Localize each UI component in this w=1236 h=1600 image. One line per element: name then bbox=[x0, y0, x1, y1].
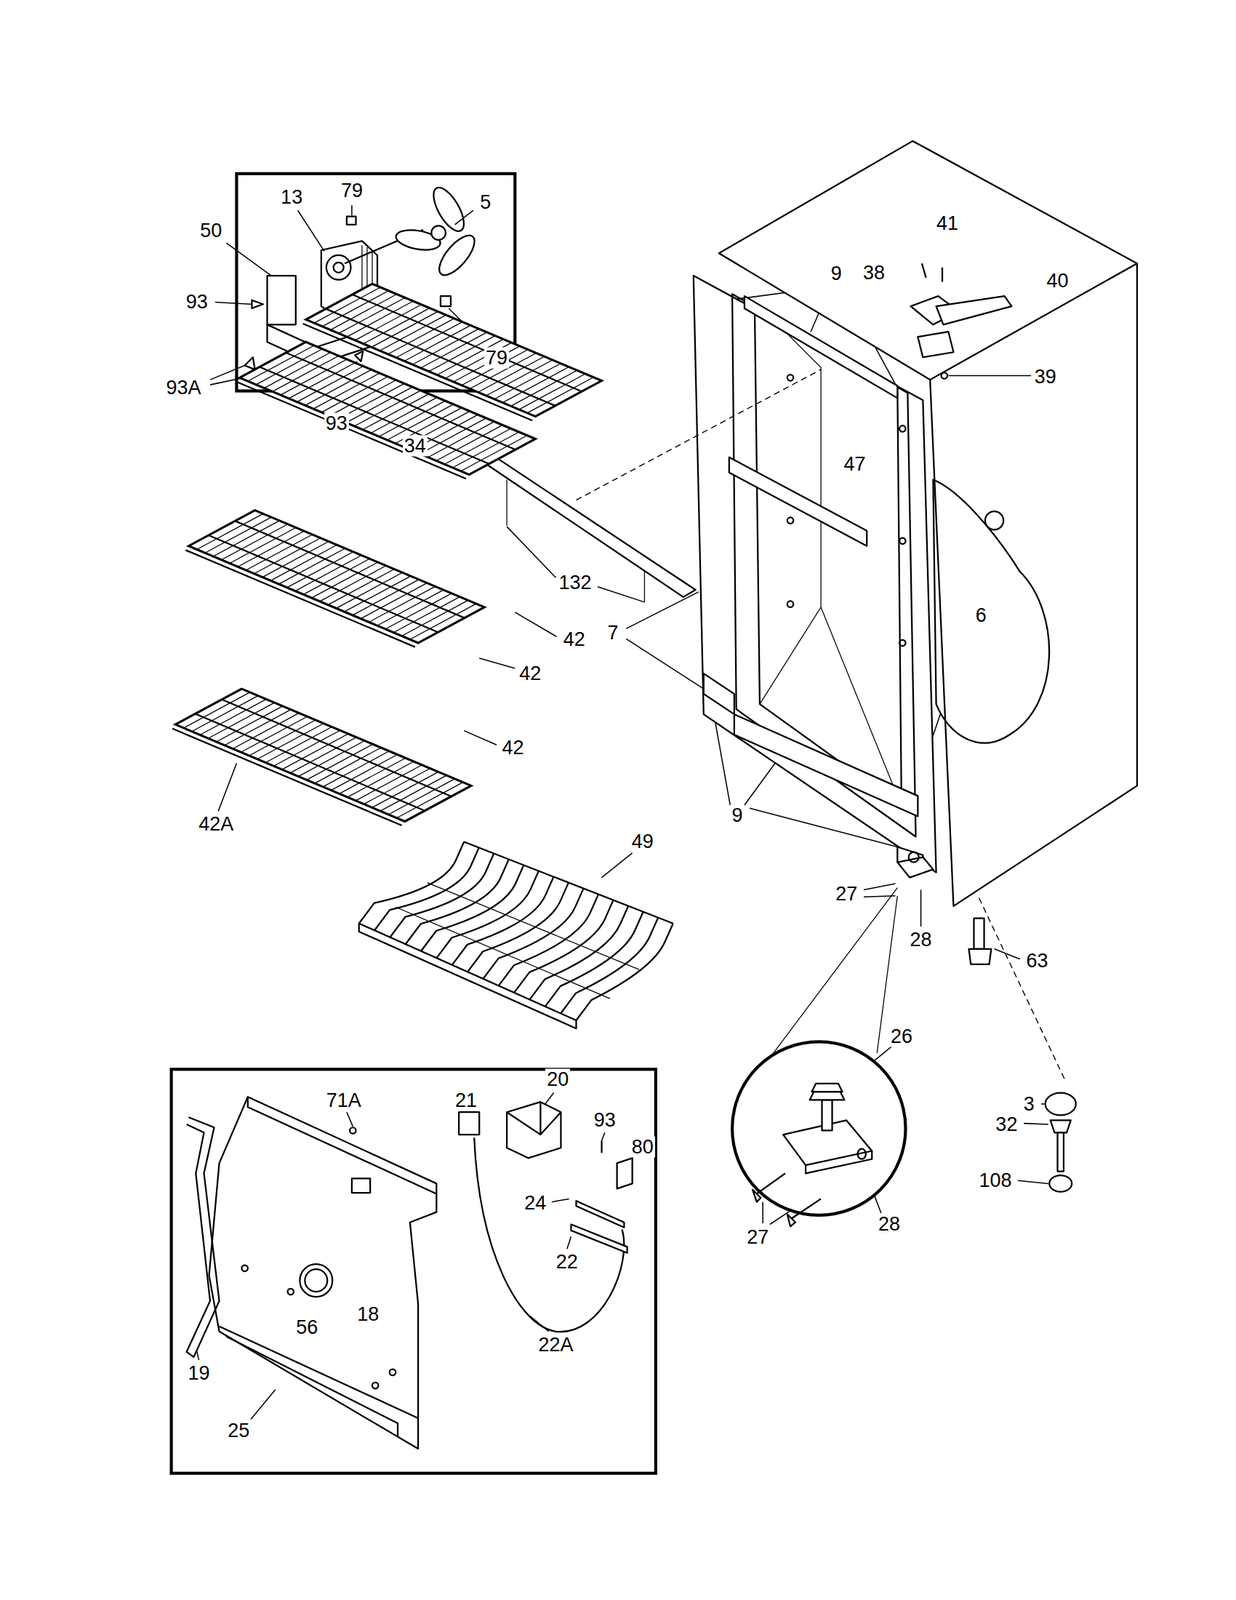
callout-number: 80 bbox=[630, 1135, 656, 1157]
callout-number: 42A bbox=[197, 813, 235, 835]
callout-number: 6 bbox=[974, 604, 989, 626]
callout-number: 71A bbox=[324, 1089, 363, 1111]
wire-shelves bbox=[172, 283, 603, 826]
callout-number: 28 bbox=[908, 928, 934, 950]
wire-shelf bbox=[185, 510, 485, 648]
callout-number: 47 bbox=[841, 453, 867, 475]
callout-number: 13 bbox=[279, 186, 304, 208]
callout-number: 93 bbox=[184, 291, 210, 313]
callout-number: 9 bbox=[829, 262, 844, 284]
callout-number: 79 bbox=[339, 180, 365, 202]
inset-frame bbox=[171, 1068, 656, 1473]
callout-number: 27 bbox=[745, 1226, 770, 1248]
callout-number: 41 bbox=[934, 213, 960, 235]
callout-number: 5 bbox=[478, 191, 493, 213]
callout-number: 26 bbox=[889, 1025, 914, 1047]
callout-number: 27 bbox=[833, 882, 859, 904]
control-panel-assembly bbox=[186, 1096, 633, 1449]
callout-number: 132 bbox=[557, 571, 594, 593]
callout-number: 50 bbox=[198, 219, 224, 241]
callout-number: 7 bbox=[605, 621, 620, 643]
wire-shelf bbox=[172, 688, 472, 826]
callout-number: 49 bbox=[630, 831, 656, 853]
screw bbox=[506, 479, 645, 603]
callout-number: 3 bbox=[1022, 1092, 1037, 1114]
callout-number: 24 bbox=[522, 1191, 548, 1213]
callout-number: 40 bbox=[1045, 269, 1071, 291]
callout-number: 20 bbox=[545, 1068, 571, 1090]
hinge-detail bbox=[732, 887, 906, 1227]
callout-number: 28 bbox=[876, 1213, 902, 1235]
callout-number: 93 bbox=[324, 412, 349, 435]
callout-number: 63 bbox=[1024, 950, 1050, 972]
callout-number: 21 bbox=[453, 1089, 479, 1111]
callout-number: 25 bbox=[226, 1419, 251, 1441]
callout-number: 42 bbox=[517, 662, 543, 684]
callout-number: 42 bbox=[562, 628, 587, 650]
callout-number: 93 bbox=[592, 1109, 618, 1131]
callout-number: 39 bbox=[1033, 365, 1058, 387]
callout-number: 22A bbox=[536, 1333, 575, 1355]
callout-number: 34 bbox=[402, 434, 428, 456]
callout-number: 56 bbox=[294, 1315, 320, 1338]
callout-number: 32 bbox=[993, 1113, 1019, 1135]
shelf-rail bbox=[463, 444, 696, 597]
callout-number: 22 bbox=[554, 1251, 580, 1273]
wire-shelf bbox=[236, 341, 536, 479]
callout-number: 108 bbox=[977, 1169, 1013, 1191]
callout-number: 79 bbox=[484, 347, 509, 369]
callout-number: 18 bbox=[355, 1302, 381, 1324]
callout-number: 19 bbox=[186, 1361, 211, 1383]
callout-number: 42 bbox=[500, 737, 525, 759]
callout-number: 38 bbox=[861, 261, 887, 283]
callout-number: 9 bbox=[730, 804, 745, 826]
freezer-cabinet bbox=[575, 141, 1137, 1082]
callout-number: 93A bbox=[164, 377, 203, 399]
leveling-foot bbox=[1045, 1092, 1077, 1192]
wire-basket bbox=[359, 841, 674, 1029]
